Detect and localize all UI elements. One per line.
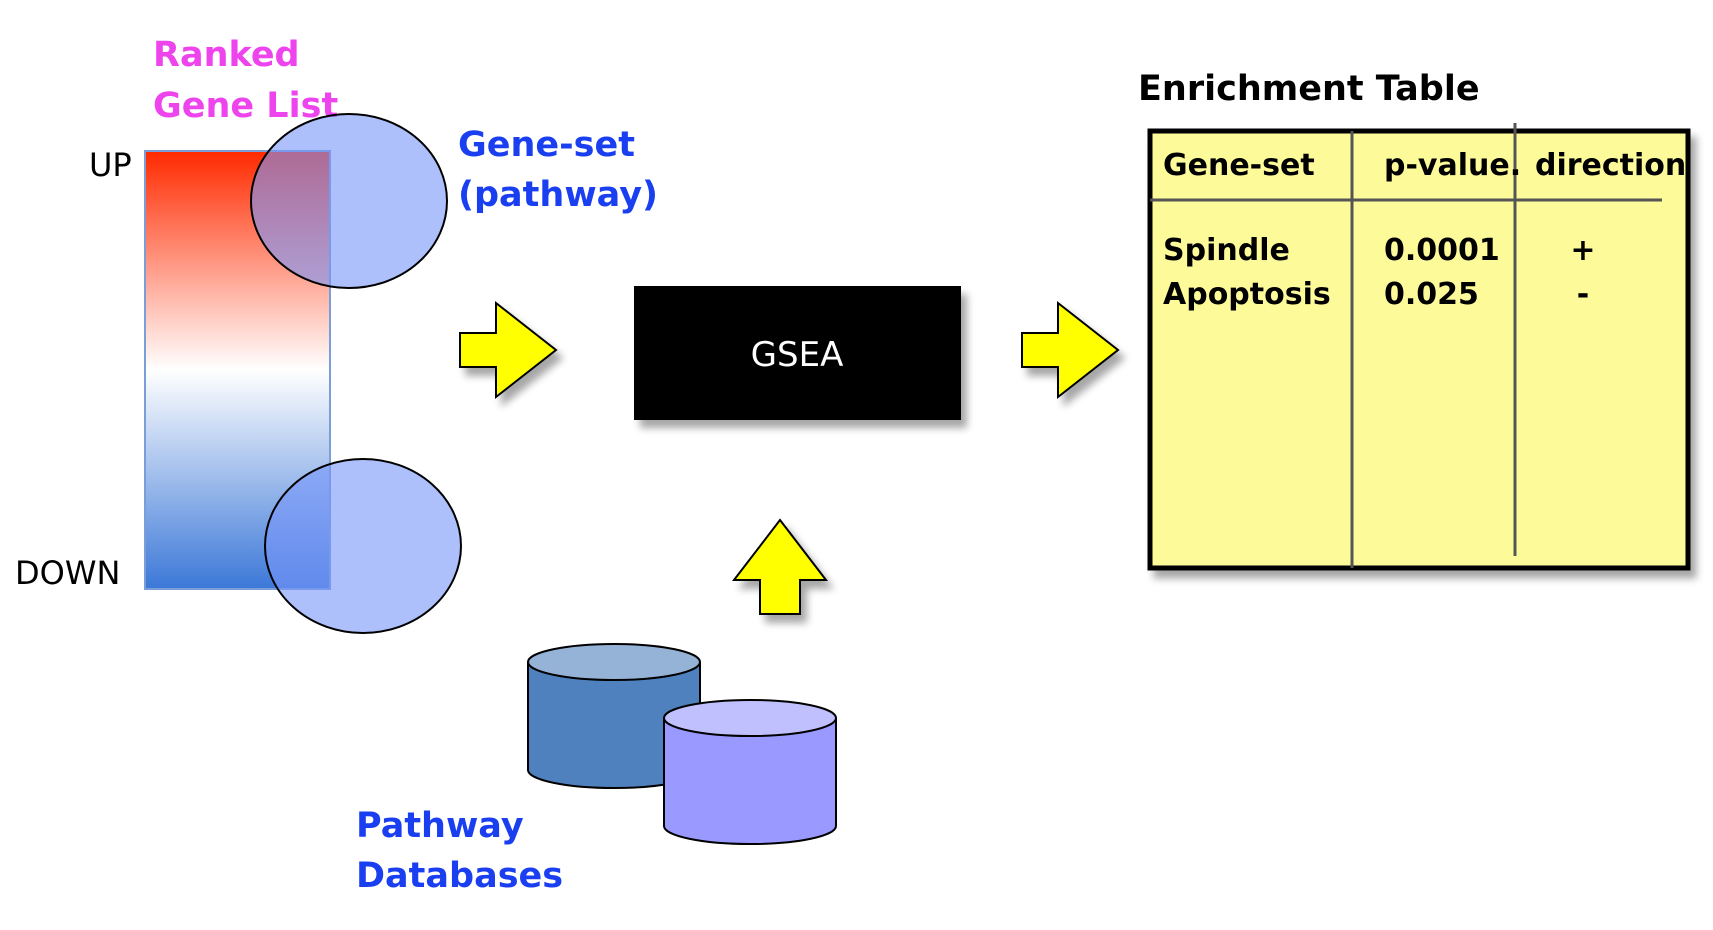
ranked-list-title-line1: Ranked bbox=[153, 35, 300, 75]
enrichment-table bbox=[1147, 128, 1691, 571]
row-geneset: Apoptosis bbox=[1163, 277, 1331, 312]
arrow-up-icon bbox=[731, 518, 829, 615]
gene-set-label-line1: Gene-set bbox=[458, 125, 635, 165]
up-label: UP bbox=[89, 146, 132, 184]
header-gene-set: Gene-set bbox=[1163, 148, 1315, 183]
header-direction: direction bbox=[1535, 148, 1686, 183]
gsea-label: GSEA bbox=[751, 335, 844, 375]
databases-label-line2: Databases bbox=[356, 856, 563, 896]
arrow-right-icon bbox=[459, 300, 558, 400]
row-direction: - bbox=[1577, 277, 1589, 312]
row-pvalue: 0.025 bbox=[1384, 277, 1479, 312]
databases-label-line1: Pathway bbox=[356, 806, 524, 846]
gene-set-ellipse-down bbox=[264, 458, 462, 634]
row-direction: + bbox=[1570, 233, 1595, 268]
gene-set-ellipse-up bbox=[250, 113, 448, 289]
database-icon bbox=[527, 643, 701, 789]
header-p-value: p-value. bbox=[1384, 148, 1521, 183]
gsea-box bbox=[634, 286, 961, 420]
enrichment-table-title: Enrichment Table bbox=[1138, 69, 1480, 109]
row-pvalue: 0.0001 bbox=[1384, 233, 1500, 268]
gene-set-label-line2: (pathway) bbox=[458, 175, 658, 215]
arrow-right-icon bbox=[1021, 300, 1120, 400]
row-geneset: Spindle bbox=[1163, 233, 1290, 268]
down-label: DOWN bbox=[15, 554, 120, 592]
ranked-list-title-line2: Gene List bbox=[153, 86, 338, 126]
database-icon bbox=[663, 699, 837, 845]
